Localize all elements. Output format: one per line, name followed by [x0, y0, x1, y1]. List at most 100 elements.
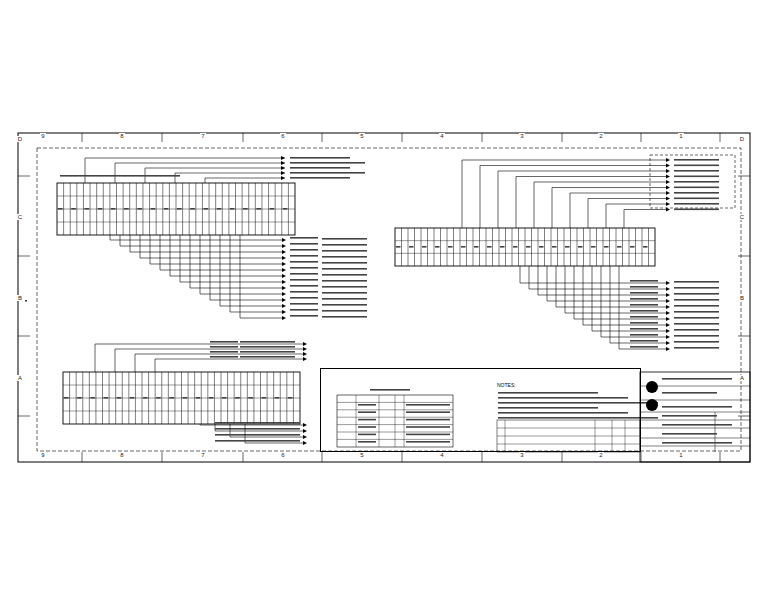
- arrow-head: [282, 250, 286, 254]
- illegible-text-mark: [322, 274, 367, 276]
- illegible-text-mark: [290, 279, 318, 281]
- wire-line: [453, 228, 454, 266]
- wire-line: [562, 452, 563, 462]
- grid-column-number: 7: [200, 133, 205, 139]
- illegible-text-mark: [674, 323, 719, 325]
- wire-line: [220, 235, 221, 306]
- wire-line: [243, 133, 244, 142]
- illegible-text-mark: [674, 209, 719, 211]
- illegible-text-mark: [406, 426, 450, 428]
- wire-line: [18, 416, 30, 417]
- wire-line: [155, 359, 156, 372]
- wire-line: [135, 354, 305, 355]
- sheet-frame: [18, 133, 750, 462]
- illegible-text-mark: [210, 356, 238, 358]
- wire-line: [401, 228, 402, 266]
- wire-line: [427, 228, 428, 266]
- illegible-text-mark: [630, 310, 658, 312]
- illegible-text-mark: [643, 246, 648, 248]
- wire-line: [414, 228, 415, 266]
- illegible-text-mark: [290, 255, 318, 257]
- arrow-head: [666, 341, 670, 345]
- wire-line: [95, 344, 96, 372]
- illegible-text-mark: [358, 404, 376, 406]
- illegible-text-mark: [630, 328, 658, 330]
- illegible-text-mark: [58, 208, 63, 210]
- notes-heading: NOTES:: [497, 383, 640, 388]
- wire-line: [590, 228, 591, 266]
- grid-column-number: 2: [598, 133, 603, 139]
- grid-column-number: 6: [280, 133, 285, 139]
- grid-column-number: 9: [40, 133, 45, 139]
- frame-rect: [497, 420, 640, 452]
- wire-line: [518, 228, 519, 266]
- wire-line: [565, 313, 668, 314]
- wire-line: [512, 228, 513, 266]
- grid-row-letter: B: [739, 295, 745, 301]
- wire-line: [606, 204, 607, 228]
- illegible-text-mark: [498, 392, 598, 394]
- grid-column-number: 5: [359, 133, 364, 139]
- grid-row-letter: C: [739, 214, 745, 220]
- wire-line: [120, 235, 121, 246]
- illegible-text-mark: [290, 285, 318, 287]
- arrow-head: [666, 164, 670, 168]
- illegible-text-mark: [290, 177, 350, 179]
- illegible-text-mark: [617, 246, 622, 248]
- illegible-text-mark: [290, 315, 318, 317]
- illegible-text-mark: [662, 415, 717, 417]
- wire-line: [322, 133, 323, 142]
- wire-line: [642, 228, 643, 266]
- illegible-text-mark: [169, 397, 174, 399]
- illegible-text-mark: [215, 434, 300, 436]
- illegible-text-mark: [498, 397, 628, 399]
- grid-column-number: 1: [678, 133, 683, 139]
- arrow-head: [282, 286, 286, 290]
- illegible-text-mark: [630, 280, 658, 282]
- revision-table: [497, 420, 640, 452]
- wire-line: [230, 235, 231, 312]
- wire-line: [715, 412, 716, 452]
- illegible-text-mark: [290, 273, 318, 275]
- wire-line: [583, 325, 668, 326]
- arrow-head: [282, 310, 286, 314]
- illegible-text-mark: [358, 419, 376, 421]
- illegible-text-mark: [662, 392, 717, 394]
- wire-line: [574, 266, 575, 319]
- wire-line: [640, 446, 750, 447]
- wire-line: [63, 398, 300, 399]
- illegible-text-mark: [290, 309, 318, 311]
- illegible-text-mark: [322, 250, 367, 252]
- illegible-text-mark: [137, 208, 142, 210]
- wire-line: [402, 133, 403, 142]
- wire-line: [434, 228, 435, 266]
- wire-line: [499, 228, 500, 266]
- wire-line: [356, 395, 357, 447]
- grid-column-number: 8: [119, 452, 124, 458]
- illegible-text-mark: [498, 412, 628, 414]
- illegible-text-mark: [290, 237, 318, 239]
- illegible-text-mark: [630, 298, 658, 300]
- illegible-text-mark: [674, 176, 719, 178]
- wire-line: [564, 228, 565, 266]
- wire-line: [115, 163, 116, 183]
- wire-line: [479, 228, 480, 266]
- illegible-text-mark: [322, 238, 367, 240]
- frame-rect: [650, 155, 735, 208]
- arrow-head: [281, 156, 285, 160]
- wire-line: [610, 266, 611, 343]
- grid-column-number: 2: [598, 452, 603, 458]
- wire-line: [447, 228, 448, 266]
- illegible-text-mark: [290, 261, 318, 263]
- wire-line: [497, 444, 640, 445]
- schedule-table: [337, 389, 453, 447]
- illegible-text-mark: [64, 397, 69, 399]
- arrow-head: [666, 202, 670, 206]
- wire-line: [556, 307, 668, 308]
- illegible-text-mark: [674, 170, 719, 172]
- wire-line: [486, 228, 487, 266]
- wire-line: [557, 228, 558, 266]
- wire-line: [63, 385, 300, 386]
- wire-line: [648, 228, 649, 266]
- illegible-text-mark: [322, 316, 367, 318]
